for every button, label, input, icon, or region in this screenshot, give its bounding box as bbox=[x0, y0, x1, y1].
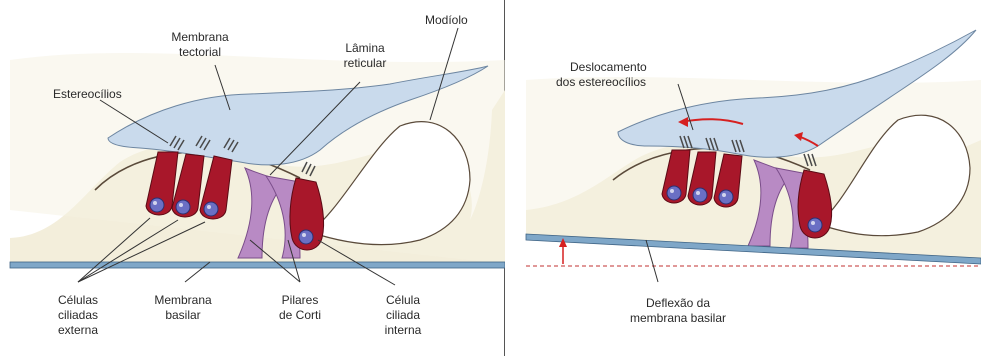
pillars-label-line1: Pilares bbox=[282, 293, 319, 308]
outer-hair-cells-label-line2: ciliadas bbox=[58, 308, 98, 323]
inner-hair-cell-label-line2: ciliada bbox=[386, 308, 420, 323]
stereocilia-displacement-label-line1: Deslocamento bbox=[570, 60, 647, 75]
tectorial-membrane-label-line2: tectorial bbox=[179, 45, 221, 60]
deflected-state-panel: Deslocamento dos estereocílios Deflexão … bbox=[518, 0, 981, 356]
basilar-membrane bbox=[10, 262, 505, 268]
basilar-membrane-label-line1: Membrana bbox=[154, 293, 211, 308]
basilar-membrane-label-line2: basilar bbox=[165, 308, 200, 323]
modiolo-label: Modíolo bbox=[425, 13, 468, 28]
tectorial-membrane-label-line1: Membrana bbox=[171, 30, 228, 45]
reticular-lamina-label-line2: reticular bbox=[344, 56, 387, 71]
inner-hair-cell-label-line1: Célula bbox=[386, 293, 420, 308]
stereocilia-displacement-label-line2: dos estereocílios bbox=[556, 75, 646, 90]
outer-hair-cells-label-line1: Células bbox=[58, 293, 98, 308]
pillars-label-line2: de Corti bbox=[279, 308, 321, 323]
inner-hair-cell-label-line3: interna bbox=[385, 323, 422, 338]
stereocilia-label: Estereocílios bbox=[53, 87, 122, 102]
outer-hair-cells-label-line3: externa bbox=[58, 323, 98, 338]
basilar-deflection-label-line1: Deflexão da bbox=[646, 296, 710, 311]
reticular-lamina-label-line1: Lâmina bbox=[345, 41, 384, 56]
deflected-organ-of-corti bbox=[518, 0, 981, 356]
resting-state-panel: Modíolo Membrana tectorial Lâmina reticu… bbox=[0, 0, 505, 356]
basilar-deflection-label-line2: membrana basilar bbox=[630, 311, 726, 326]
